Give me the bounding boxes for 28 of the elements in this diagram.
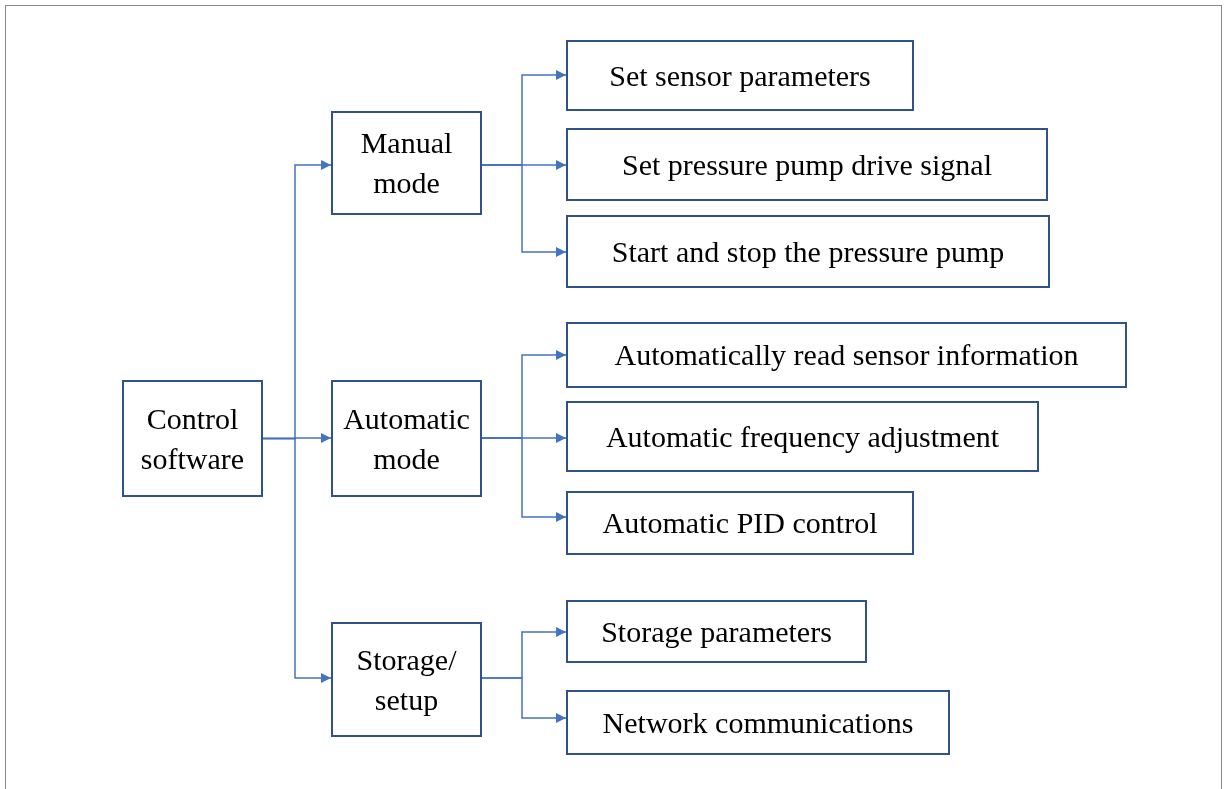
process-box: [331, 622, 482, 737]
arrow: [481, 677, 567, 723]
box-label: Manual mode: [359, 125, 454, 201]
process-box: [122, 380, 263, 497]
box-label: Storage/ setup: [355, 641, 458, 718]
box-label: Automatically read sensor information: [614, 337, 1079, 373]
process-box: [566, 40, 914, 111]
box-label: Automatic PID control: [602, 505, 878, 541]
box-label: Storage parameters: [601, 613, 832, 650]
box-label: Set sensor parameters: [609, 57, 871, 94]
process-box: [566, 690, 950, 755]
process-box: [566, 322, 1127, 388]
process-box: [331, 380, 482, 497]
arrow: [262, 437, 332, 683]
arrow: [481, 437, 567, 522]
process-box: [566, 600, 867, 663]
process-box: [566, 128, 1048, 201]
box-label: Start and stop the pressure pump: [611, 233, 1005, 270]
box-label: Automatic mode: [342, 400, 471, 477]
box-label: Set pressure pump drive signal: [622, 146, 992, 183]
box-label: Network communications: [602, 704, 914, 741]
process-box: [331, 111, 482, 215]
process-box: [566, 401, 1039, 472]
box-label: Automatic frequency adjustment: [605, 418, 1000, 455]
arrow: [481, 164, 567, 257]
process-box: [566, 215, 1050, 288]
box-label: Control software: [139, 400, 246, 477]
process-box: [566, 491, 914, 555]
